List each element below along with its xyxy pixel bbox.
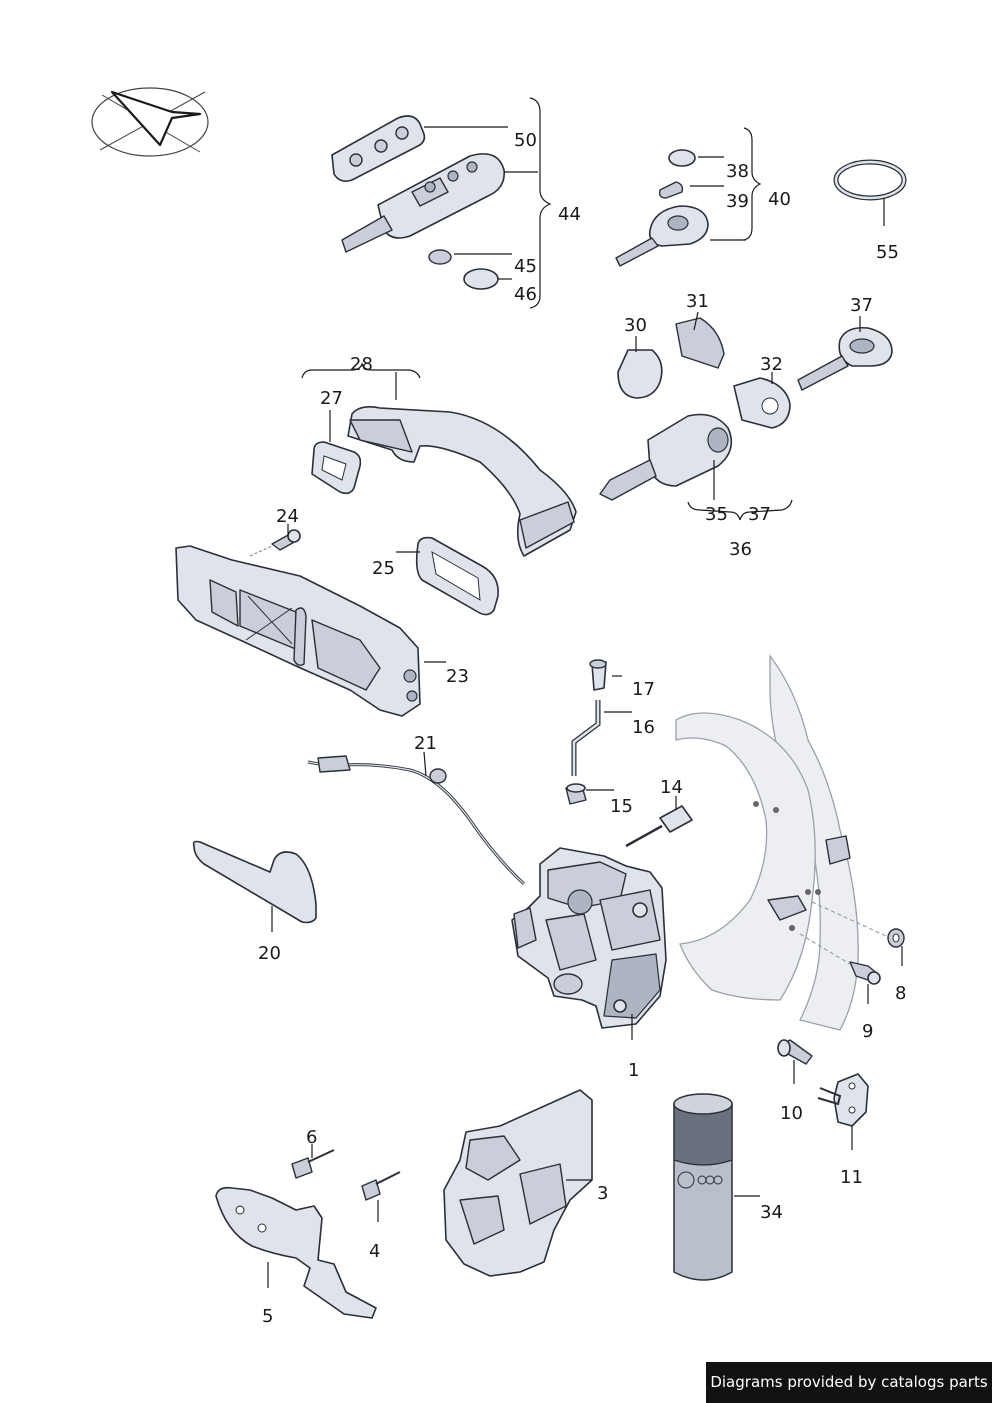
lock-bracket-part <box>215 1149 401 1319</box>
screw-part <box>249 529 301 557</box>
handle-carrier-bracket-part <box>175 545 421 717</box>
orientation-compass-icon <box>91 87 209 157</box>
callout-31: 31 <box>686 291 709 312</box>
callout-34: 34 <box>760 1202 783 1223</box>
callout-5: 5 <box>262 1306 273 1327</box>
callout-23: 23 <box>446 666 469 687</box>
callout-3: 3 <box>597 1183 608 1204</box>
lock-cover-part <box>443 1089 593 1277</box>
callout-16: 16 <box>632 717 655 738</box>
callout-1: 1 <box>628 1060 639 1081</box>
callout-27: 27 <box>320 388 343 409</box>
trim-panel-part <box>192 840 317 924</box>
callout-8: 8 <box>895 983 906 1004</box>
door-lock-actuator-part <box>511 847 667 1029</box>
callout-32: 32 <box>760 354 783 375</box>
credit-banner: Diagrams provided by catalogs parts <box>706 1362 992 1403</box>
callout-4: 4 <box>369 1241 380 1262</box>
lubricant-spray-can-part <box>673 1093 733 1281</box>
callout-11: 11 <box>840 1167 863 1188</box>
callout-10: 10 <box>780 1103 803 1124</box>
callout-20: 20 <box>258 943 281 964</box>
callout-38: 38 <box>726 161 749 182</box>
callout-28: 28 <box>350 354 373 375</box>
callout-14: 14 <box>660 777 683 798</box>
callout-17: 17 <box>632 679 655 700</box>
callout-labels: 50 44 45 46 38 39 40 55 31 37 30 32 28 2… <box>258 130 906 1327</box>
key-blank-part <box>615 149 709 267</box>
door-handle-part <box>347 406 577 557</box>
callout-30: 30 <box>624 315 647 336</box>
callout-35: 35 <box>705 504 728 525</box>
lock-cylinder-cap-part <box>617 317 791 429</box>
callout-40: 40 <box>768 189 791 210</box>
callout-25: 25 <box>372 558 395 579</box>
folding-remote-key-part <box>341 153 505 253</box>
callout-15: 15 <box>610 796 633 817</box>
bowden-cable-part <box>307 755 526 886</box>
callout-44: 44 <box>558 204 581 225</box>
callout-21: 21 <box>414 733 437 754</box>
leader-lines <box>267 97 903 1288</box>
key-part <box>797 326 893 391</box>
door-lock-cylinder-part <box>599 413 733 501</box>
sealing-ring-part <box>833 159 907 201</box>
callout-37-key: 37 <box>850 295 873 316</box>
handle-gasket-part <box>415 536 499 616</box>
callout-24: 24 <box>276 506 299 527</box>
callout-55: 55 <box>876 242 899 263</box>
callout-46: 46 <box>514 284 537 305</box>
callout-36: 36 <box>729 539 752 560</box>
door-frame-part <box>675 654 859 1031</box>
battery-coin-part <box>428 249 499 290</box>
callout-50: 50 <box>514 130 537 151</box>
striker-and-screws-parts <box>777 928 905 1127</box>
callout-9: 9 <box>862 1021 873 1042</box>
callout-6: 6 <box>306 1127 317 1148</box>
callout-45: 45 <box>514 256 537 277</box>
handle-seal-part <box>311 441 362 495</box>
callout-39: 39 <box>726 191 749 212</box>
callout-37-set: 37 <box>748 504 771 525</box>
remote-key-housing-part <box>331 115 426 182</box>
rod-and-bushing-parts <box>565 659 693 848</box>
